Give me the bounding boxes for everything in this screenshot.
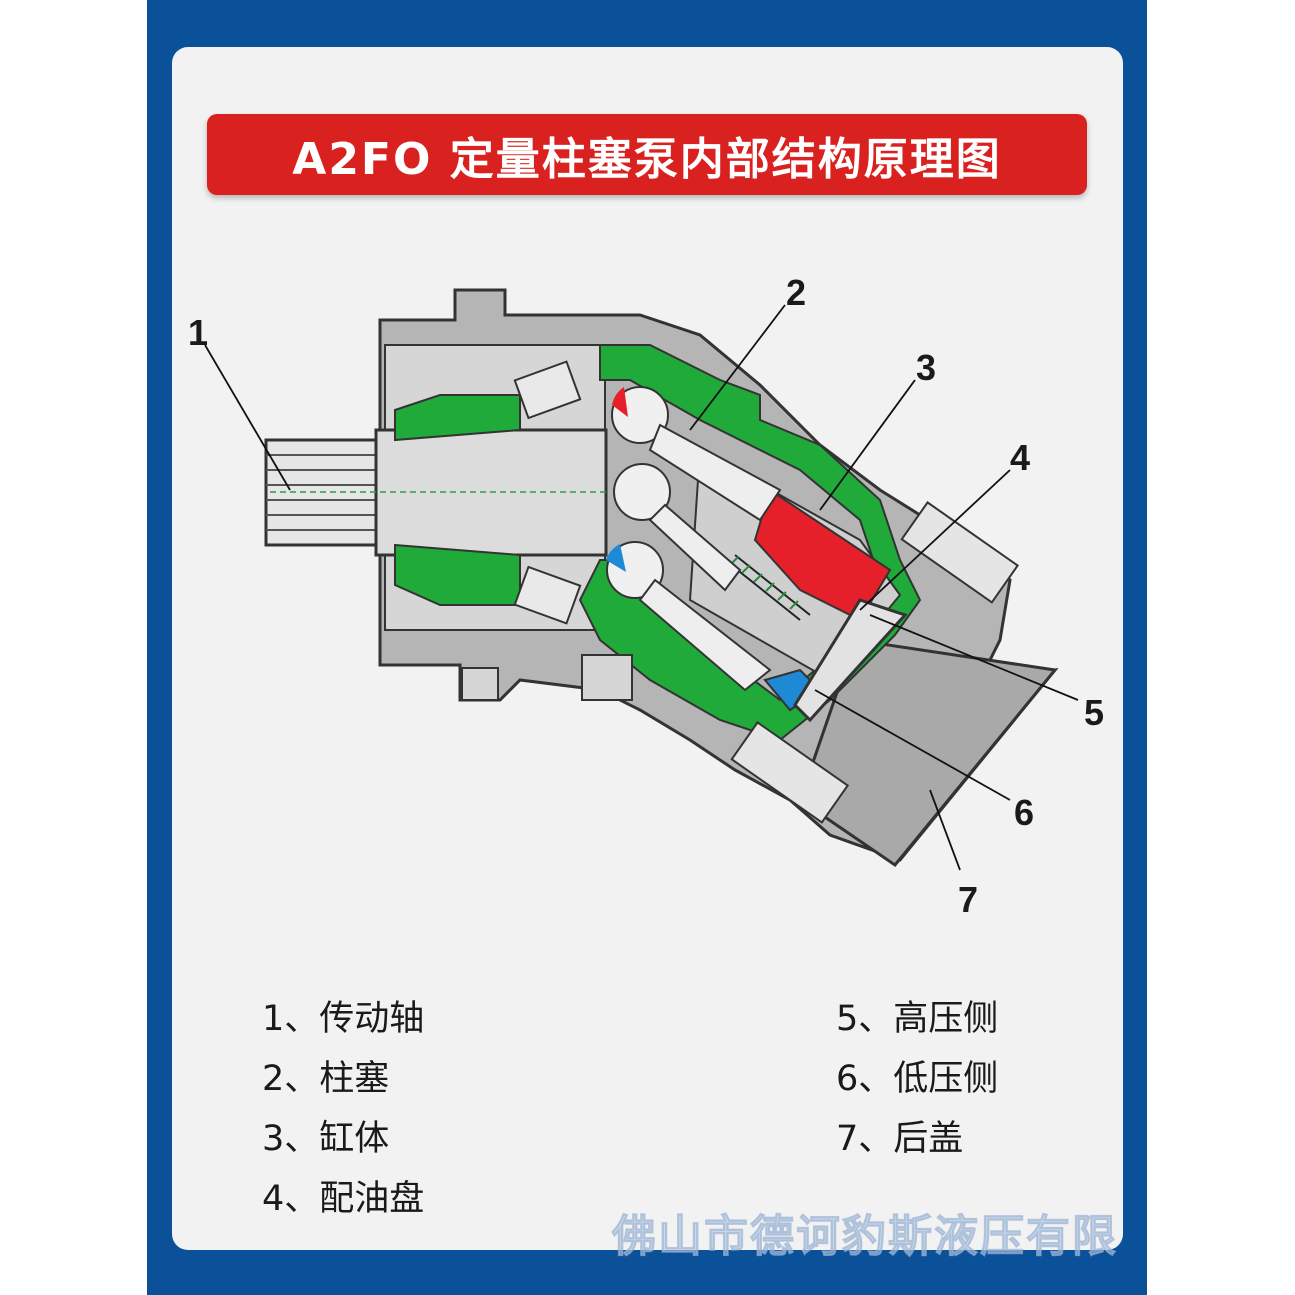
callout-5: 5: [1084, 692, 1104, 733]
legend-item-1: 1、传动轴: [262, 999, 425, 1039]
spline-teeth: [266, 454, 376, 531]
roller-bearing-top: [513, 360, 582, 420]
port-plug: [461, 667, 499, 701]
callout-leader-lines: [204, 304, 1079, 871]
legend-item-6: 6、低压侧: [836, 1059, 999, 1099]
valve-plate: [793, 598, 908, 723]
legend-item-7: 7、后盖: [836, 1119, 964, 1159]
drain-plug: [581, 654, 633, 701]
legend-item-4: 4、配油盘: [262, 1179, 425, 1219]
pump-cross-section-diagram: 1 2 3 4 5 6 7: [188, 272, 1104, 920]
legend-item-2: 2、柱塞: [262, 1059, 390, 1099]
legend-item-5: 5、高压侧: [836, 999, 999, 1039]
cylinder-high-pressure-chamber: [753, 488, 892, 622]
piston-group: [606, 386, 782, 692]
bolt-bottom: [730, 721, 850, 824]
bearing-cage-top: [394, 394, 521, 442]
callout-4: 4: [1010, 437, 1030, 478]
callout-2: 2: [786, 272, 806, 313]
callout-6: 6: [1014, 792, 1034, 833]
bolt-top: [900, 501, 1020, 604]
title-banner: A2FO 定量柱塞泵内部结构原理图: [207, 114, 1087, 195]
roller-bearing-bottom: [513, 565, 582, 625]
bearing-cage-bottom: [394, 543, 521, 606]
page-title: A2FO 定量柱塞泵内部结构原理图: [292, 133, 1002, 185]
legend-item-3: 3、缸体: [262, 1119, 390, 1159]
callout-3: 3: [916, 347, 936, 388]
callout-7: 7: [958, 879, 978, 920]
callout-1: 1: [188, 312, 208, 353]
company-watermark: 佛山市德诃豹斯液压有限: [612, 1211, 1118, 1263]
